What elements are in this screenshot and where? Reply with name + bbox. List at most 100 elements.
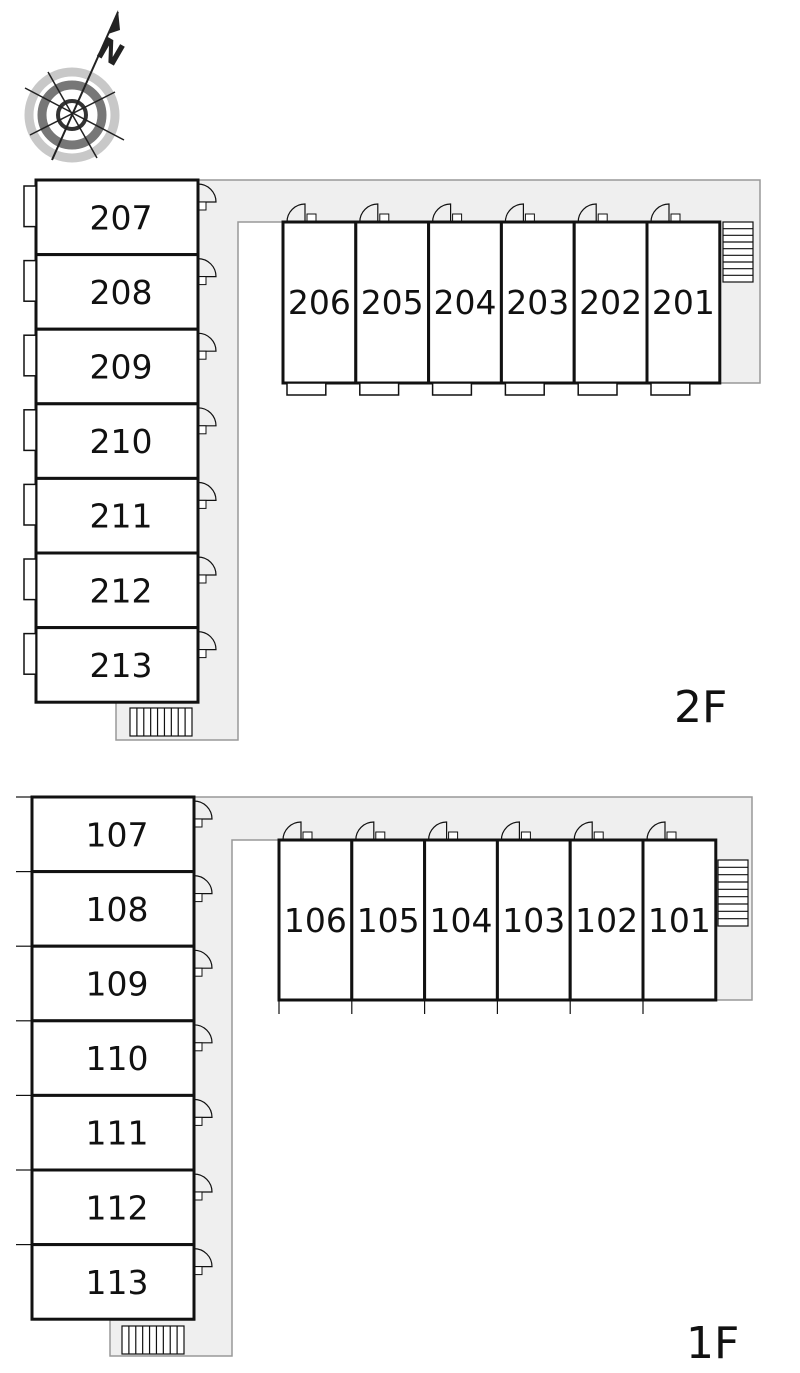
window bbox=[23, 334, 37, 377]
unit-number: 107 bbox=[86, 815, 149, 854]
unit-107[interactable]: 107 bbox=[16, 795, 213, 874]
unit-102[interactable]: 102 bbox=[568, 821, 645, 1014]
unit-number: 110 bbox=[86, 1039, 149, 1078]
unit-111[interactable]: 111 bbox=[16, 1093, 213, 1172]
stairs-icon bbox=[722, 221, 754, 283]
unit-number: 106 bbox=[284, 901, 347, 940]
door-icon bbox=[197, 631, 217, 659]
door-icon bbox=[286, 203, 317, 223]
door-icon bbox=[193, 1248, 213, 1276]
unit-201[interactable]: 201 bbox=[645, 203, 722, 396]
unit-number: 202 bbox=[579, 283, 642, 322]
unit-number: 102 bbox=[575, 901, 638, 940]
unit-207[interactable]: 207 bbox=[23, 178, 217, 257]
compass-rose-icon: N bbox=[24, 10, 130, 163]
door-icon bbox=[193, 875, 213, 903]
window bbox=[23, 483, 37, 526]
unit-108[interactable]: 108 bbox=[16, 870, 213, 948]
unit-212[interactable]: 212 bbox=[23, 551, 217, 630]
unit-203[interactable]: 203 bbox=[499, 203, 576, 396]
door-icon bbox=[197, 258, 217, 286]
unit-number: 205 bbox=[361, 283, 424, 322]
door-icon bbox=[193, 1098, 213, 1126]
door-icon bbox=[359, 203, 390, 223]
unit-number: 212 bbox=[90, 571, 153, 610]
window bbox=[359, 382, 400, 396]
door-icon bbox=[504, 203, 535, 223]
unit-205[interactable]: 205 bbox=[354, 203, 431, 396]
window bbox=[286, 382, 327, 396]
stairs-icon bbox=[121, 1325, 185, 1355]
unit-209[interactable]: 209 bbox=[23, 327, 217, 406]
unit-113[interactable]: 113 bbox=[16, 1243, 213, 1321]
door-icon bbox=[197, 332, 217, 360]
door-icon bbox=[197, 481, 217, 509]
unit-number: 103 bbox=[502, 901, 565, 940]
window bbox=[23, 632, 37, 675]
door-icon bbox=[197, 556, 217, 584]
unit-number: 204 bbox=[434, 283, 497, 322]
door-icon bbox=[432, 203, 463, 223]
unit-number: 208 bbox=[90, 273, 153, 312]
door-icon bbox=[282, 821, 313, 841]
unit-106[interactable]: 106 bbox=[277, 821, 354, 1014]
door-icon bbox=[197, 183, 217, 211]
unit-number: 101 bbox=[648, 901, 711, 940]
unit-number: 113 bbox=[86, 1263, 149, 1302]
north-mark: N bbox=[91, 31, 130, 74]
unit-105[interactable]: 105 bbox=[350, 821, 427, 1014]
unit-112[interactable]: 112 bbox=[16, 1168, 213, 1247]
door-icon bbox=[573, 821, 604, 841]
unit-110[interactable]: 110 bbox=[16, 1019, 213, 1097]
unit-number: 111 bbox=[86, 1114, 149, 1153]
unit-number: 105 bbox=[357, 901, 420, 940]
door-icon bbox=[650, 203, 681, 223]
window bbox=[23, 259, 37, 302]
door-icon bbox=[193, 1024, 213, 1052]
unit-202[interactable]: 202 bbox=[572, 203, 649, 396]
unit-number: 213 bbox=[90, 646, 153, 685]
door-icon bbox=[500, 821, 531, 841]
unit-number: 211 bbox=[90, 497, 153, 536]
door-icon bbox=[197, 407, 217, 435]
unit-103[interactable]: 103 bbox=[495, 821, 572, 1014]
unit-number: 108 bbox=[86, 890, 149, 929]
unit-number: 210 bbox=[90, 422, 153, 461]
unit-number: 104 bbox=[430, 901, 493, 940]
window bbox=[577, 382, 618, 396]
unit-208[interactable]: 208 bbox=[23, 253, 217, 331]
unit-number: 201 bbox=[652, 283, 715, 322]
window bbox=[504, 382, 545, 396]
window bbox=[23, 558, 37, 601]
window bbox=[650, 382, 691, 396]
door-icon bbox=[193, 1173, 213, 1201]
unit-104[interactable]: 104 bbox=[423, 821, 499, 1014]
unit-206[interactable]: 206 bbox=[281, 203, 358, 396]
stairs-icon bbox=[129, 707, 193, 737]
window bbox=[431, 382, 473, 396]
unit-number: 207 bbox=[90, 198, 153, 237]
door-icon bbox=[355, 821, 386, 841]
unit-213[interactable]: 213 bbox=[23, 626, 217, 704]
unit-101[interactable]: 101 bbox=[641, 821, 718, 1014]
unit-211[interactable]: 211 bbox=[23, 476, 217, 555]
stairs-icon bbox=[717, 859, 749, 927]
window bbox=[23, 185, 37, 228]
door-icon bbox=[577, 203, 608, 223]
unit-number: 203 bbox=[506, 283, 569, 322]
door-icon bbox=[646, 821, 677, 841]
floor-label-2f: 2F bbox=[674, 682, 727, 733]
unit-number: 109 bbox=[86, 965, 149, 1004]
unit-109[interactable]: 109 bbox=[16, 944, 213, 1023]
unit-number: 112 bbox=[86, 1188, 149, 1227]
door-icon bbox=[193, 949, 213, 977]
unit-204[interactable]: 204 bbox=[427, 203, 503, 396]
unit-210[interactable]: 210 bbox=[23, 402, 217, 480]
window bbox=[23, 409, 37, 452]
unit-number: 209 bbox=[90, 348, 153, 387]
unit-number: 206 bbox=[288, 283, 351, 322]
door-icon bbox=[428, 821, 459, 841]
